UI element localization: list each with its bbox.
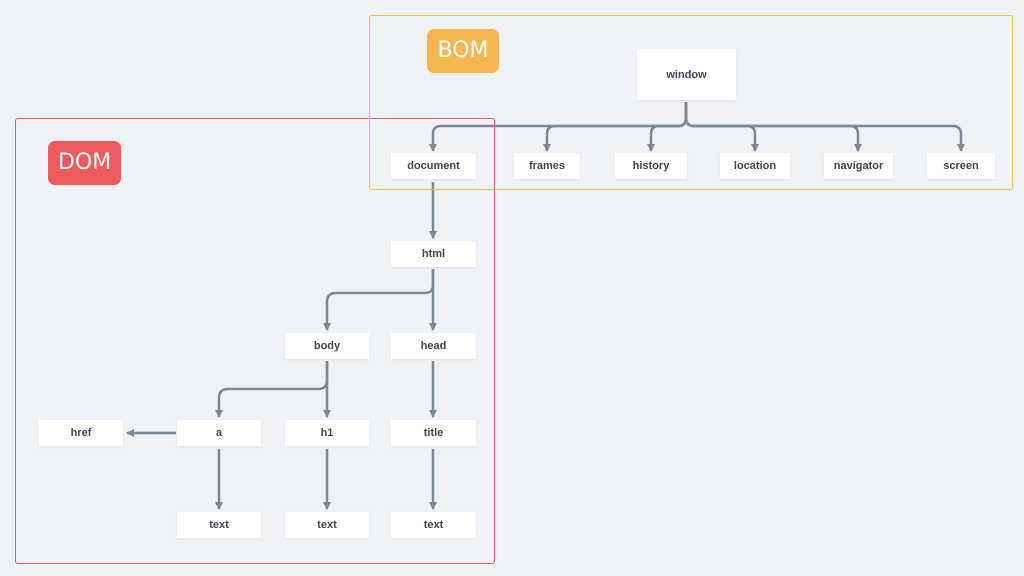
node-text-title: text — [391, 512, 476, 538]
node-href: href — [39, 420, 123, 446]
node-location: location — [720, 153, 790, 179]
dom-group-frame — [15, 118, 495, 564]
node-html: html — [391, 241, 476, 267]
node-navigator: navigator — [824, 153, 893, 179]
node-document: document — [391, 153, 476, 179]
node-window: window — [637, 49, 736, 100]
dom-group-label: DOM — [48, 141, 121, 185]
node-text-a: text — [177, 512, 261, 538]
node-a: a — [177, 420, 261, 446]
node-history: history — [615, 153, 687, 179]
edge-window-screen — [684, 102, 965, 152]
node-frames: frames — [514, 153, 580, 179]
node-text-h1: text — [285, 512, 369, 538]
node-body: body — [285, 333, 369, 359]
node-title: title — [391, 420, 476, 446]
node-head: head — [391, 333, 476, 359]
bom-group-label: BOM — [427, 29, 499, 73]
bom-group-frame — [369, 15, 1013, 190]
node-screen: screen — [927, 153, 995, 179]
node-h1: h1 — [285, 420, 369, 446]
